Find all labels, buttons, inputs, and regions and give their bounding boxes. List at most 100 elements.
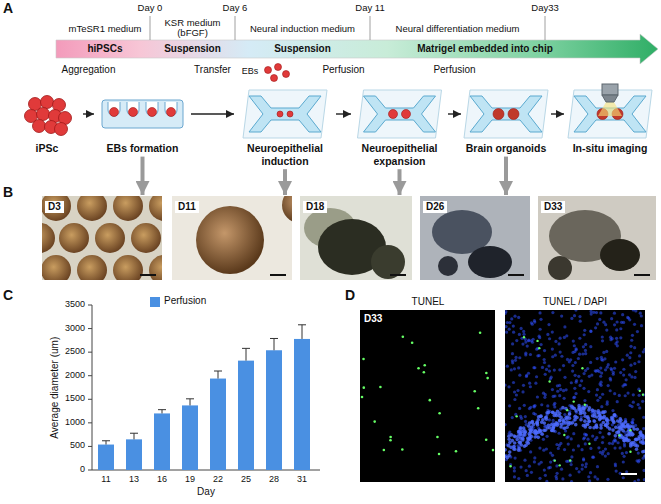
error-bar	[302, 325, 303, 339]
dapi-nucleus	[582, 345, 585, 348]
dapi-nucleus	[626, 425, 630, 429]
dapi-nucleus	[577, 404, 581, 408]
tick-label: 1000	[45, 417, 85, 427]
day-marker: Day 6	[210, 3, 260, 14]
dapi-nucleus	[584, 352, 587, 355]
dapi-nucleus	[526, 474, 529, 477]
dapi-nucleus	[607, 384, 610, 387]
embryoid-body	[265, 67, 272, 74]
axis-tick	[88, 422, 92, 423]
tunel-signal	[485, 438, 488, 441]
axis-title: Day	[186, 486, 226, 498]
dapi-nucleus	[599, 451, 602, 454]
dapi-nucleus	[601, 339, 604, 342]
dapi-nucleus	[544, 373, 547, 376]
tunel-signal	[559, 464, 561, 466]
dapi-nucleus	[575, 381, 578, 384]
dapi-nucleus	[574, 361, 577, 364]
dapi-nucleus	[508, 404, 511, 407]
organoid	[277, 111, 283, 117]
dapi-nucleus	[579, 412, 583, 416]
dapi-nucleus	[505, 448, 507, 452]
micrograph-ground	[420, 196, 530, 280]
dapi-nucleus	[560, 315, 563, 318]
dapi-nucleus	[613, 323, 616, 326]
dapi-nucleus	[581, 352, 584, 355]
dapi-nucleus	[553, 402, 556, 405]
dapi-nucleus	[626, 354, 629, 357]
dapi-nucleus	[596, 412, 599, 415]
dapi-nucleus	[613, 447, 616, 450]
tunel-signal	[509, 465, 511, 467]
timeline-stage: Suspension	[235, 40, 370, 58]
dapi-nucleus	[579, 418, 583, 422]
dapi-nucleus	[613, 367, 616, 370]
dapi-nucleus	[619, 371, 622, 374]
tunel-signal	[401, 448, 404, 451]
dapi-nucleus	[507, 385, 510, 388]
chip-channel	[574, 96, 646, 132]
dapi-nucleus	[533, 456, 536, 459]
dapi-nucleus	[615, 469, 618, 472]
dapi-nucleus	[580, 448, 583, 451]
edge-label-box: Aggregation	[49, 64, 129, 76]
dapi-nucleus	[536, 423, 540, 427]
dapi-nucleus	[534, 382, 537, 385]
dapi-nucleus	[575, 416, 579, 420]
dapi-nucleus	[533, 320, 536, 323]
dapi-nucleus	[556, 472, 559, 475]
dapi-nucleus	[529, 450, 532, 453]
dapi-nucleus	[642, 469, 645, 472]
dapi-nucleus	[538, 336, 541, 339]
tick-label: 28	[262, 474, 286, 484]
dapi-nucleus	[600, 405, 603, 408]
dapi-nucleus	[609, 389, 612, 392]
dapi-nucleus	[621, 424, 625, 428]
dapi-nucleus	[563, 448, 566, 451]
tick-label: 25	[234, 474, 258, 484]
dapi-nucleus	[633, 376, 636, 379]
dapi-nucleus	[642, 393, 645, 396]
dapi-nucleus	[549, 460, 552, 463]
micrograph	[42, 196, 162, 280]
micrograph	[420, 196, 530, 280]
dapi-nucleus	[508, 450, 512, 454]
dapi-nucleus	[574, 347, 577, 350]
step-label: Brain organoids	[462, 142, 550, 155]
dapi-nucleus	[527, 438, 531, 442]
dapi-nucleus	[557, 414, 561, 418]
stage-label: Suspension	[150, 40, 235, 58]
micrograph-ground	[360, 310, 495, 482]
dapi-nucleus	[515, 393, 518, 396]
dapi-nucleus	[540, 420, 544, 424]
dapi-nucleus	[532, 423, 536, 427]
dapi-nucleus	[595, 423, 599, 427]
dapi-nucleus	[538, 311, 541, 314]
dapi-nucleus	[581, 406, 585, 410]
tunel-signal	[411, 341, 414, 344]
dapi-nucleus	[634, 438, 638, 442]
dapi-nucleus	[601, 441, 604, 444]
bar	[294, 339, 310, 470]
dapi-nucleus	[523, 404, 526, 407]
dapi-nucleus	[596, 322, 599, 325]
dapi-nucleus	[628, 404, 631, 407]
stage-arrow	[283, 169, 287, 195]
scale-bar	[390, 274, 406, 276]
dapi-nucleus	[584, 343, 587, 346]
day-divider	[235, 16, 236, 40]
dapi-nucleus	[578, 353, 581, 356]
dapi-nucleus	[619, 327, 622, 330]
dapi-nucleus	[528, 434, 532, 438]
panel-letter: B	[3, 184, 19, 200]
dapi-nucleus	[540, 343, 543, 346]
medium-label: Neural induction medium	[237, 24, 368, 35]
dapi-nucleus	[507, 444, 511, 448]
dapi-nucleus	[573, 314, 576, 317]
illustration-space	[352, 84, 447, 142]
dapi-nucleus	[573, 344, 576, 347]
edge-label-box: Perfusion	[304, 64, 384, 76]
dapi-nucleus	[633, 346, 636, 349]
dapi-nucleus	[613, 312, 616, 315]
dapi-nucleus	[568, 412, 572, 416]
